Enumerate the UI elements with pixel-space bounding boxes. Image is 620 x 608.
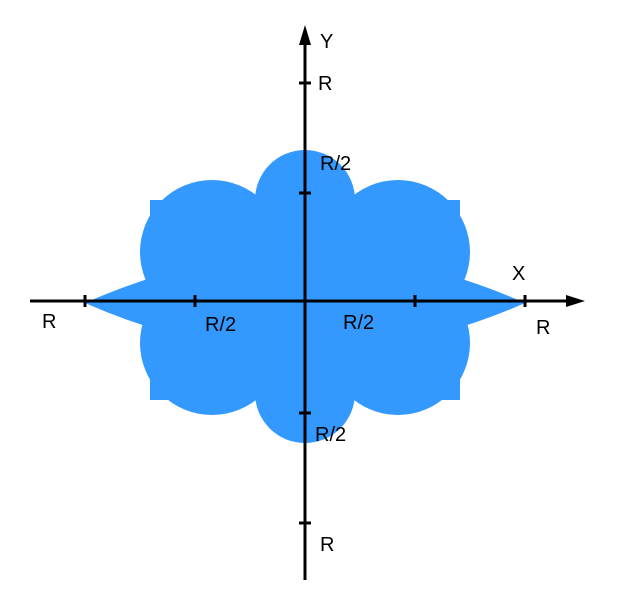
x-label-left-R: R [42,311,56,333]
x-ticks [83,295,527,307]
x-label-right-half: R/2 [343,312,374,334]
x-axis-arrowhead [566,295,585,307]
y-label-bottom-R: R [320,534,334,556]
x-label-left-half: R/2 [205,314,236,336]
y-label-top-half: R/2 [320,153,351,175]
region-lower-left-lobe [140,271,284,415]
x-axis-name: X [512,263,525,285]
y-axis-arrowhead [299,25,311,45]
shaded-region [85,150,525,443]
y-ticks [299,81,311,525]
y-axis-name: Y [320,31,333,53]
x-label-right-R: R [536,317,550,339]
y-label-top-R: R [318,73,332,95]
y-label-bottom-half: R/2 [315,424,346,446]
region-lower-right-lobe [326,271,470,415]
